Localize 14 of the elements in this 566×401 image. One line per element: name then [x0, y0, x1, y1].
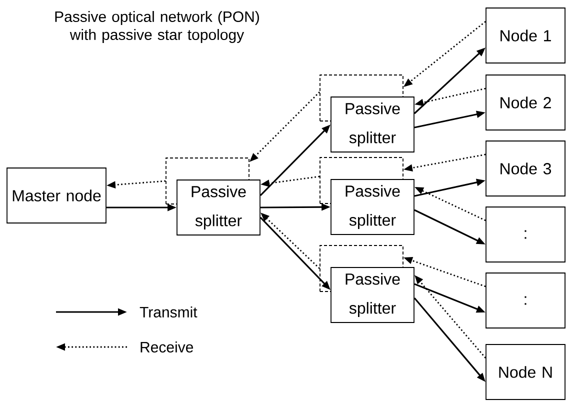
title: Passive optical network (PON) with passive star topology	[55, 11, 259, 43]
node-box: Node 3	[486, 140, 566, 196]
node-box: :	[486, 272, 566, 328]
splitter-box: Passive splitter	[330, 96, 414, 152]
legend-label: Transmit	[140, 306, 198, 318]
splitter-box: Passive splitter	[176, 180, 260, 236]
node-box: Node 1	[486, 8, 566, 64]
splitter-box: Passive splitter	[330, 179, 414, 235]
master-box: Master node	[6, 168, 106, 224]
splitter-box: Passive splitter	[330, 267, 414, 323]
legend-label: Receive	[140, 341, 194, 352]
node-box: Node N	[486, 344, 566, 400]
node-box: Node 2	[486, 74, 566, 130]
node-box: :	[486, 206, 566, 262]
